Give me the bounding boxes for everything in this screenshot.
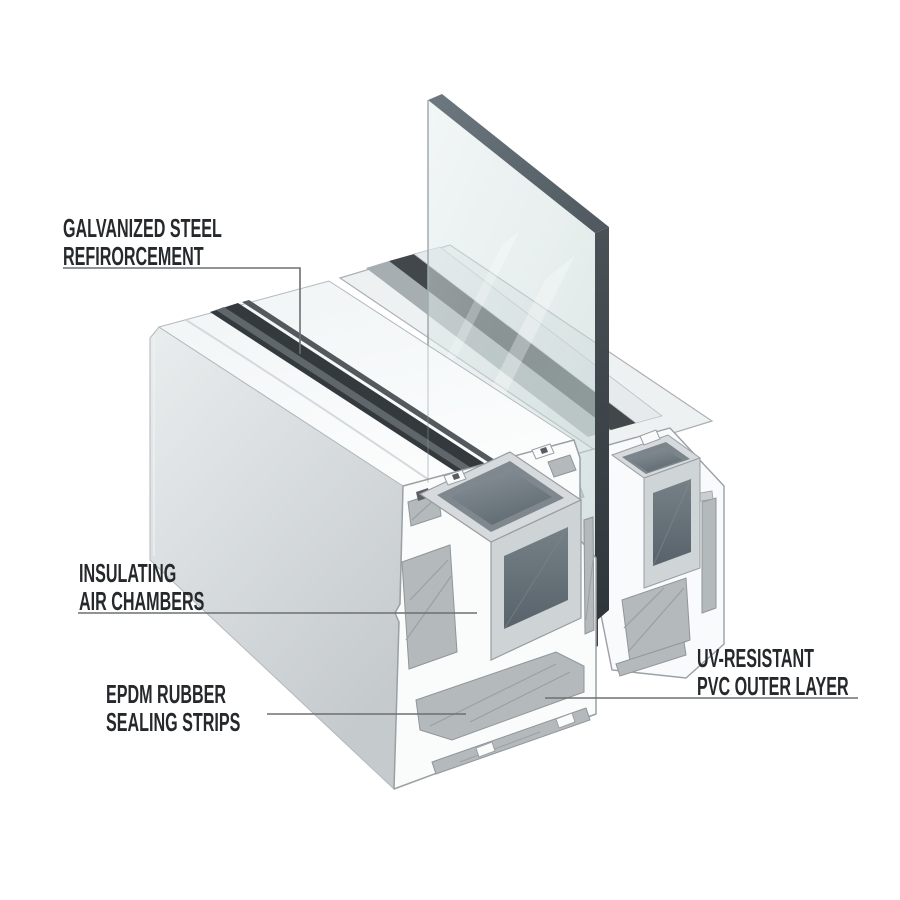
- label-insulating-air-chambers: INSULATING AIR CHAMBERS: [79, 559, 204, 615]
- label-line: SEALING STRIPS: [106, 707, 241, 737]
- leader-galvanized-steel: [63, 267, 301, 354]
- frame-chambers: [401, 454, 595, 775]
- label-line: INSULATING: [79, 558, 177, 588]
- label-galvanized-steel: GALVANIZED STEEL REFIRORCEMENT: [63, 214, 222, 270]
- glass-top-edge: [428, 94, 609, 233]
- glass-reflection-streak: [440, 230, 520, 370]
- insulating-air-chamber-box: [418, 451, 583, 661]
- label-line: PVC OUTER LAYER: [697, 671, 849, 701]
- sash-top-tab: [639, 429, 661, 446]
- sash-air-chamber-box: [610, 434, 702, 589]
- label-uv-resistant-pvc: UV-RESISTANT PVC OUTER LAYER: [697, 644, 849, 700]
- label-line: GALVANIZED STEEL: [63, 213, 222, 243]
- frame-top-ledge: [185, 319, 433, 483]
- steel-reinforcement-strip: [210, 300, 495, 480]
- frame-top-tabs: [443, 443, 555, 486]
- label-line: AIR CHAMBERS: [79, 586, 205, 616]
- frame-bottom-feet: [475, 712, 576, 758]
- label-line: REFIRORCEMENT: [63, 241, 204, 271]
- label-line: EPDM RUBBER: [106, 679, 227, 709]
- label-epdm-rubber-sealing: EPDM RUBBER SEALING STRIPS: [106, 680, 240, 736]
- label-line: UV-RESISTANT: [697, 643, 815, 673]
- sash-bottom-gasket-channel: [615, 641, 687, 677]
- leader-lines: [63, 267, 858, 715]
- sash-chamber: [701, 497, 717, 614]
- glass-reflection-streak: [470, 255, 575, 430]
- glass-near-cut-edge: [595, 227, 609, 622]
- main-frame-profile: [149, 280, 597, 791]
